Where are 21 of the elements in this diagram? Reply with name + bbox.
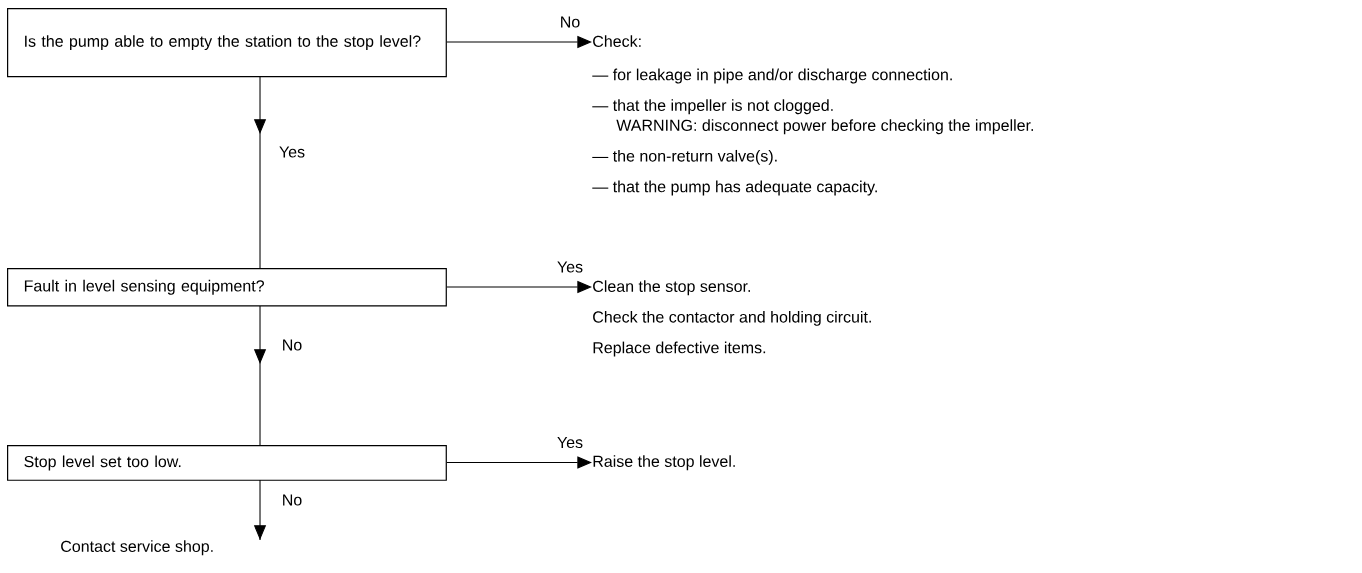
- instruction-text: — the non-return valve(s).: [592, 149, 777, 165]
- process-box: Fault in level sensing equipment?: [7, 268, 447, 307]
- process-box: Stop level set too low.: [7, 445, 447, 481]
- edge-label: No: [283, 339, 302, 351]
- instruction-text: Check:: [593, 35, 641, 47]
- instruction-text: — for leakage in pipe and/or discharge connection.: [592, 68, 952, 84]
- instruction-text: WARNING: disconnect power before checking the impeller.: [616, 119, 1033, 135]
- instruction-text: Replace defective items.: [593, 341, 766, 357]
- edge-label: Yes: [557, 436, 583, 449]
- instruction-text: Raise the stop level.: [593, 455, 735, 471]
- instruction-text: Contact service shop.: [61, 540, 213, 556]
- instruction-text: Check the contactor and holding circuit.: [593, 310, 871, 326]
- instruction-text: — that the impeller is not clogged.: [592, 99, 833, 115]
- instruction-text: Clean the stop sensor.: [593, 280, 750, 296]
- edge-label: Yes: [557, 261, 583, 273]
- process-box: Is the pump able to empty the station to the stop level?: [7, 8, 447, 78]
- edge-label: No: [283, 494, 302, 506]
- instruction-text: — that the pump has adequate capacity.: [592, 180, 877, 196]
- edge-label: No: [561, 16, 580, 28]
- edge-label: Yes: [279, 146, 305, 158]
- arrow: [446, 456, 592, 469]
